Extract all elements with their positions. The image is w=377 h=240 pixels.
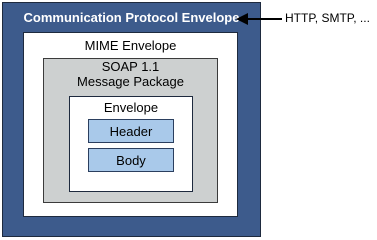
mime-envelope-label: MIME Envelope xyxy=(84,38,177,53)
communication-protocol-envelope-label: Communication Protocol Envelope xyxy=(23,10,240,25)
soap-header-label: Header xyxy=(109,123,153,139)
message-package-label: Message Package xyxy=(77,74,184,89)
soap-header-box: Header xyxy=(88,119,174,143)
protocol-arrow-icon xyxy=(236,13,282,25)
soap-version-label: SOAP 1.1 xyxy=(101,59,160,74)
soap-envelope-label: Envelope xyxy=(103,100,159,115)
soap-body-box: Body xyxy=(88,148,174,172)
soap-body-label: Body xyxy=(116,152,146,168)
protocol-examples-label: HTTP, SMTP, ... xyxy=(285,11,370,25)
soap-envelope xyxy=(69,96,193,192)
soap-message-package-label: SOAP 1.1 Message Package xyxy=(43,59,218,89)
